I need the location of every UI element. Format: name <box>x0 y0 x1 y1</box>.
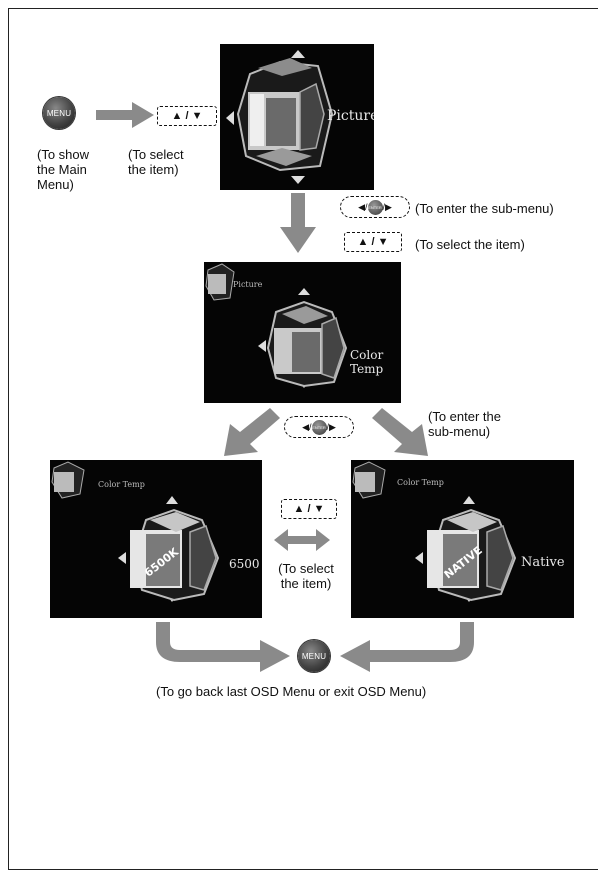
caption-enter-sub-menu: (To enter the sub-menu) <box>415 201 554 216</box>
osd-screen-6500k: Color Temp 6500K 6500 <box>50 460 262 618</box>
osd-screen-picture: Picture <box>220 44 374 190</box>
menu-button-icon-bottom: MENU <box>298 640 330 672</box>
up-down-keys-middle: ▲ / ▼ <box>344 232 402 252</box>
enter-button-icon: ENTER <box>311 419 327 435</box>
enter-button-icon: ENTER <box>367 199 383 215</box>
left-key-icon: ◀/ <box>302 421 312 432</box>
up-down-keys: ▲ / ▼ <box>157 106 217 126</box>
screen-label-color-temp: Color Temp <box>350 348 384 376</box>
right-key-icon: /▶ <box>326 421 336 432</box>
right-arrow-icon <box>96 102 154 128</box>
color-temp-cube-icon <box>205 263 348 388</box>
down-left-arrow-icon <box>224 408 280 456</box>
up-down-keys-lower: ▲ / ▼ <box>281 499 337 519</box>
caption-show-main-menu: (To show the Main Menu) <box>37 147 90 192</box>
cube-6500k-icon <box>51 461 220 602</box>
left-key-icon: ◀/ <box>358 201 368 212</box>
small-label-picture: Picture <box>233 280 263 289</box>
osd-screen-native: Color Temp NATIVE Native <box>351 460 574 618</box>
page-frame <box>8 8 598 870</box>
screen-label-picture: Picture <box>327 108 374 124</box>
right-curved-arrow-icon <box>340 622 474 672</box>
menu-button-icon: MENU <box>43 97 75 129</box>
left-enter-right-keys: ◀/ ENTER /▶ <box>340 196 410 218</box>
menu-button-label: MENU <box>46 108 72 118</box>
caption-select-item-lower: (To select the item) <box>278 561 334 591</box>
osd-screen-color-temp: Picture Color Temp <box>204 262 401 403</box>
caption-enter-sub-menu-lower: (To enter the sub-menu) <box>428 409 501 439</box>
screen-label-native: Native <box>521 555 565 570</box>
down-arrow-icon <box>280 193 316 253</box>
right-key-icon: /▶ <box>382 201 392 212</box>
down-right-arrow-icon <box>372 408 428 456</box>
small-label-color-temp-right: Color Temp <box>397 478 444 487</box>
caption-select-item-middle: (To select the item) <box>415 237 525 252</box>
cube-native-icon <box>352 461 517 602</box>
picture-cube-icon <box>226 50 334 184</box>
small-label-color-temp-left: Color Temp <box>98 480 145 489</box>
caption-go-back: (To go back last OSD Menu or exit OSD Me… <box>156 684 427 699</box>
left-curved-arrow-icon <box>156 622 290 672</box>
screen-label-6500: 6500 <box>229 557 260 571</box>
left-right-arrow-icon <box>274 529 330 551</box>
left-enter-right-keys-lower: ◀/ ENTER /▶ <box>284 416 354 438</box>
caption-select-item: (To select the item) <box>128 147 184 177</box>
